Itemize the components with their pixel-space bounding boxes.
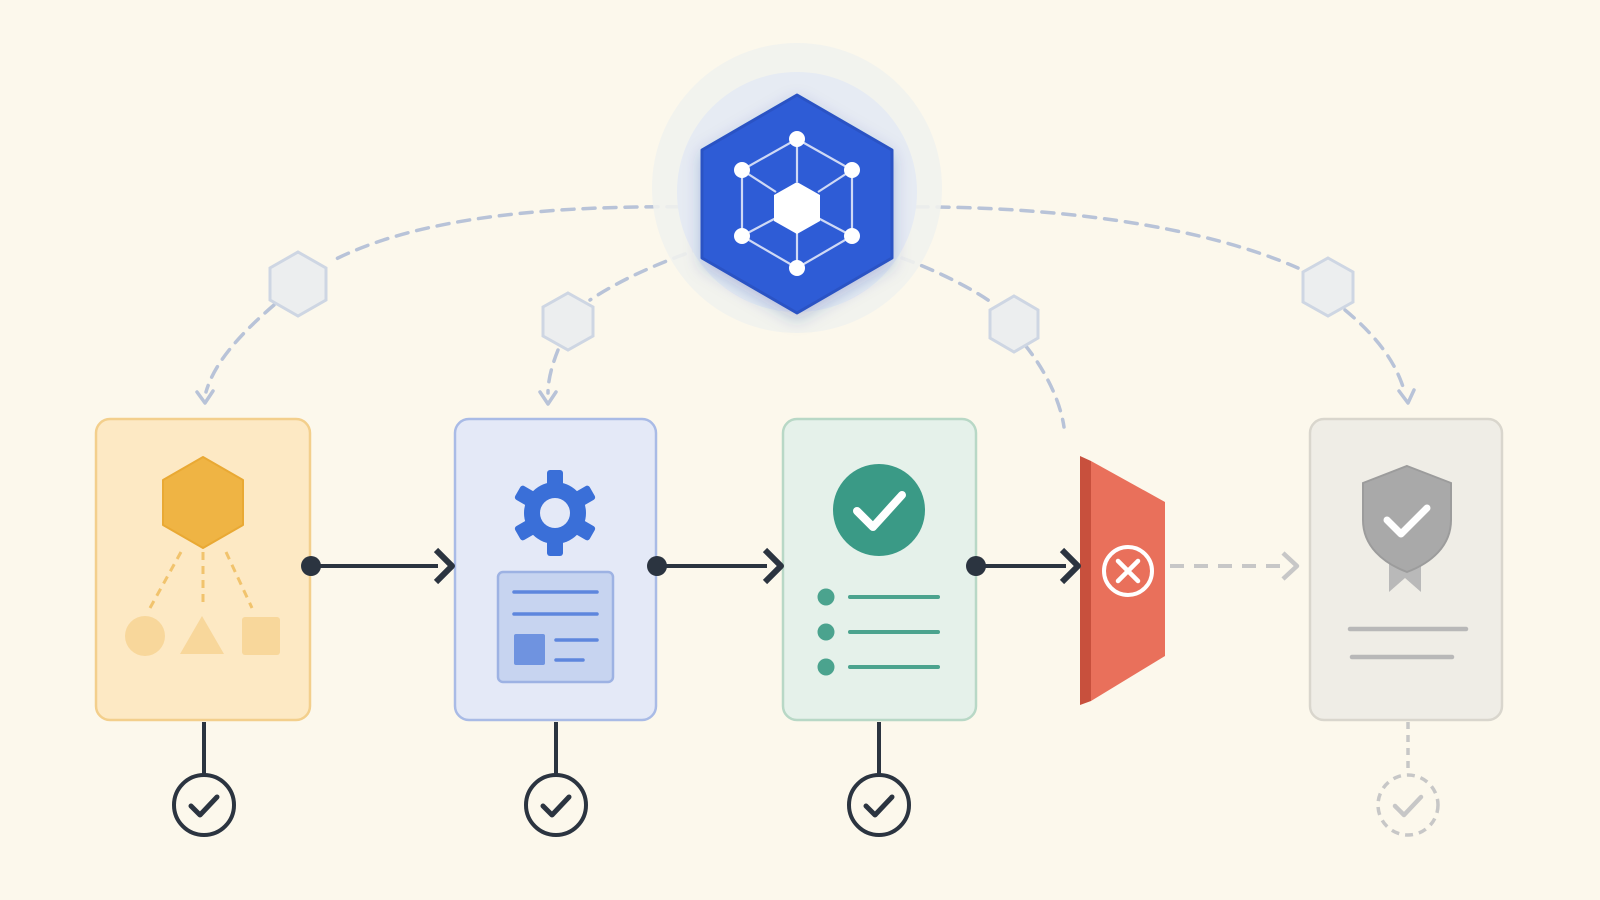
check-circle-icon-configure: [524, 773, 588, 837]
link-hub-to-configure: [588, 245, 707, 302]
link-hub-to-decompose: [328, 205, 702, 264]
gear-icon: [514, 470, 596, 556]
check-circle-icon-certify: [1376, 773, 1440, 837]
link-node-hexagon-1: [268, 250, 328, 318]
link-hub-to-blocker-lower: [1023, 343, 1066, 429]
link-hub-to-certify-lower: [1343, 308, 1406, 392]
link-node-hexagon-3: [988, 294, 1040, 354]
check-list-icon: [817, 588, 940, 676]
link-arrowheads: [195, 388, 1416, 406]
shield-badge-icon: [1362, 464, 1452, 592]
x-mark: [1115, 558, 1141, 584]
triangle-shape-icon: [180, 616, 224, 654]
arrowhead-decompose: [195, 389, 215, 405]
flow-arrows: [301, 547, 1300, 585]
arrow-validate-to-blocker: [966, 547, 1081, 585]
stage-configure[interactable]: [453, 417, 658, 722]
hub[interactable]: [652, 43, 942, 333]
link-nodes: [268, 250, 1355, 354]
gear-document-icon: [496, 570, 615, 684]
stage-validate[interactable]: [781, 417, 978, 722]
arrowhead-configure: [538, 390, 558, 406]
stage-decompose[interactable]: [94, 417, 312, 722]
check-circle-icon-decompose: [172, 773, 236, 837]
square-shape-icon: [242, 617, 280, 655]
link-hub-to-certify: [893, 205, 1300, 270]
check-validate: [847, 722, 911, 837]
completion-checks: [172, 722, 1440, 837]
link-node-hexagon-4: [1301, 256, 1355, 318]
check-mark: [853, 491, 906, 531]
x-circle-icon: [1102, 545, 1154, 597]
link-node-hexagon-2: [541, 291, 595, 352]
hub-core-hexagon: [774, 182, 820, 234]
decompose-shapes-icon: [162, 456, 244, 549]
check-circle-icon: [833, 464, 925, 556]
check-decompose: [172, 722, 236, 837]
arrowhead-certify: [1397, 388, 1416, 405]
blocker-panel: [1091, 461, 1165, 701]
arrow-decompose-to-configure: [301, 547, 455, 585]
check-circle-icon-validate: [847, 773, 911, 837]
link-hub-to-decompose-lower: [204, 303, 276, 394]
check-certify-pending: [1376, 722, 1440, 837]
decompose-branch-lines: [148, 551, 254, 609]
link-hub-to-configure-lower: [546, 348, 560, 395]
check-configure: [524, 722, 588, 837]
circle-shape-icon: [125, 616, 165, 656]
arrow-blocker-to-certify-pending: [1170, 551, 1300, 581]
blocker-panel-side: [1080, 456, 1091, 705]
stage-certify[interactable]: [1308, 417, 1504, 722]
hub-network-nodes: [734, 131, 860, 276]
blocker-gate[interactable]: [1080, 456, 1165, 705]
arrow-configure-to-validate: [647, 547, 784, 585]
